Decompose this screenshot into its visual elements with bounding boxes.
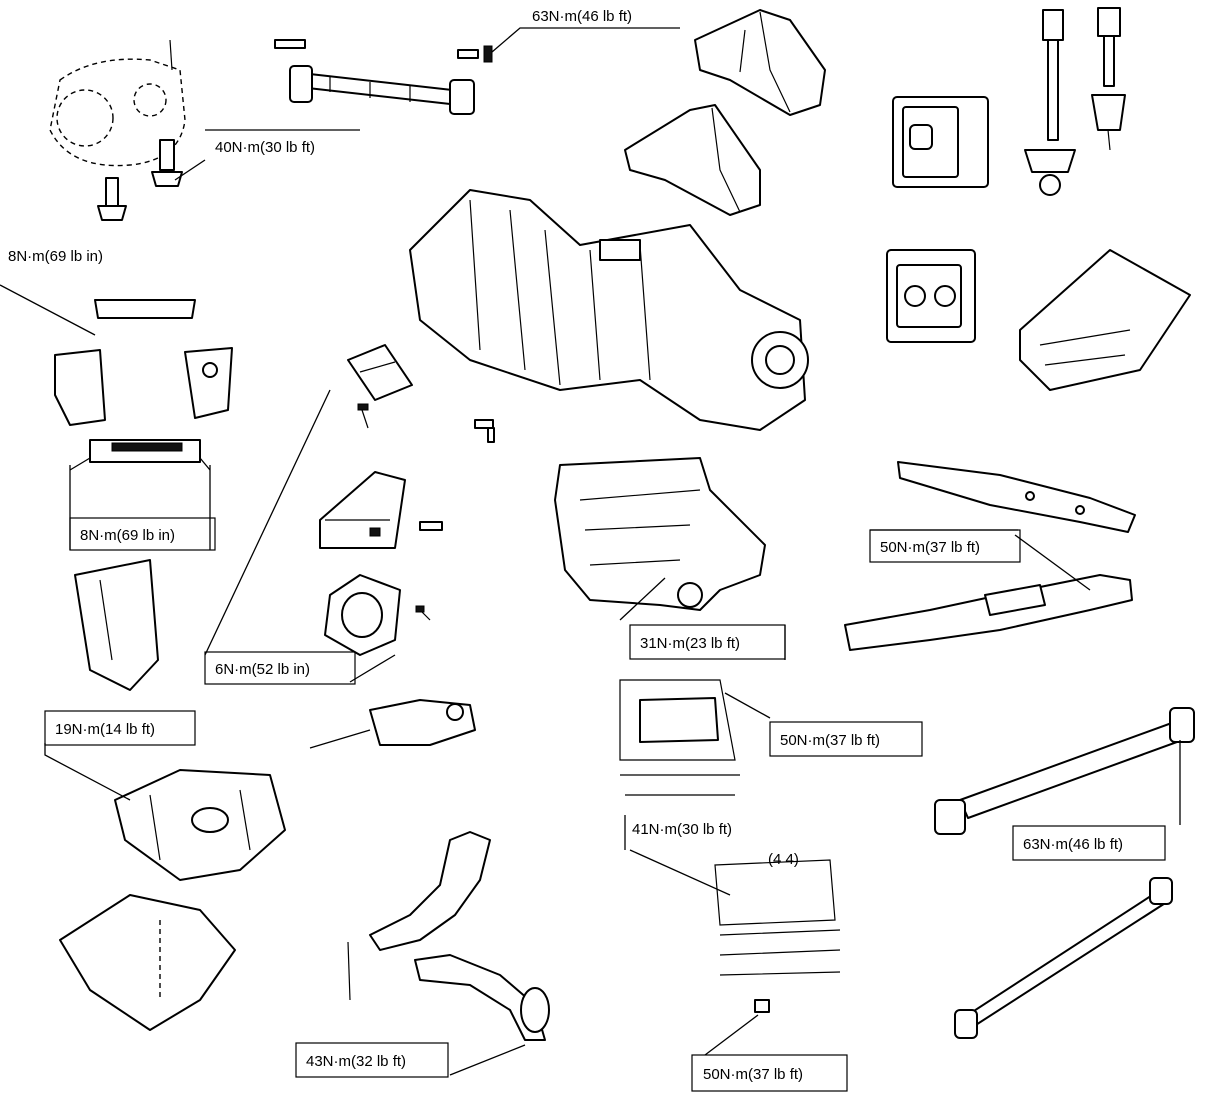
torque-label: 40N·m(30 lb ft) (215, 139, 315, 156)
exhaust-pipe (347, 831, 550, 1041)
bolt-screw-left (357, 403, 369, 429)
torque-label: 6N·m(52 lb in) (215, 661, 310, 678)
torque-label-box (69, 517, 216, 551)
torque-label-box (691, 1054, 848, 1092)
shift-boot-lower (624, 104, 761, 216)
shift-boot-upper (694, 9, 826, 116)
front-drive-shaft-top (274, 39, 475, 115)
torque-label: 50N·m(37 lb ft) (880, 539, 980, 556)
tunnel-cover-right (1019, 249, 1191, 391)
torque-label: 31N·m(23 lb ft) (640, 635, 740, 652)
transmission-assembly (409, 189, 809, 431)
mount-bracket-small (347, 344, 413, 401)
bolt-bracket-right (419, 521, 443, 531)
drive-shaft-rear-upper (934, 707, 1195, 835)
heat-shield-vertical (74, 559, 159, 691)
torque-label: 8N·m(69 lb in) (8, 248, 103, 265)
torque-label-box (869, 529, 1021, 563)
shift-lever-plate-upper (892, 96, 989, 188)
gasket-plate (324, 574, 401, 656)
shift-lever-right (1091, 7, 1126, 151)
torque-label: 50N·m(37 lb ft) (703, 1066, 803, 1083)
bolt-small-top (457, 45, 493, 63)
slave-cylinder (309, 699, 476, 749)
torque-label-box (1012, 825, 1166, 861)
mount-bracket-angle (319, 471, 406, 549)
underbody-detail-view (714, 859, 841, 1013)
torque-label: 50N·m(37 lb ft) (780, 732, 880, 749)
torque-label-box (295, 1042, 449, 1078)
extension-housing (554, 457, 766, 611)
bolt-pair-top-left (97, 139, 183, 221)
torque-label: 8N·m(69 lb in) (80, 527, 175, 544)
torque-label: 43N·m(32 lb ft) (306, 1053, 406, 1070)
torque-label: 41N·m(30 lb ft) (632, 821, 732, 838)
torque-label: 63N·m(46 lb ft) (1023, 836, 1123, 853)
drive-shaft-rear-lower (954, 877, 1173, 1039)
torque-label: 63N·m(46 lb ft) (532, 8, 632, 25)
heat-shield-bottom-left (59, 894, 236, 1031)
heat-shield-left-pair (54, 347, 233, 426)
skid-plate-left (114, 769, 286, 881)
torque-label-box (204, 651, 356, 685)
bolt-gasket (415, 605, 431, 621)
torque-label-box (629, 624, 786, 660)
torque-label: 19N·m(14 lb ft) (55, 721, 155, 738)
crossmember-lower (844, 574, 1133, 651)
shift-lever-plate-lower (886, 249, 976, 343)
crossmember-upper (897, 461, 1136, 533)
shift-lever-left (1024, 9, 1076, 196)
callout-text: (4 4) (768, 851, 799, 868)
bolt-center (474, 419, 495, 443)
torque-label-box (769, 721, 923, 757)
bracket-bar-left (94, 299, 196, 319)
bracket-lower-left (89, 439, 201, 463)
mount-detail-view (619, 679, 740, 796)
torque-label-box (44, 710, 196, 746)
